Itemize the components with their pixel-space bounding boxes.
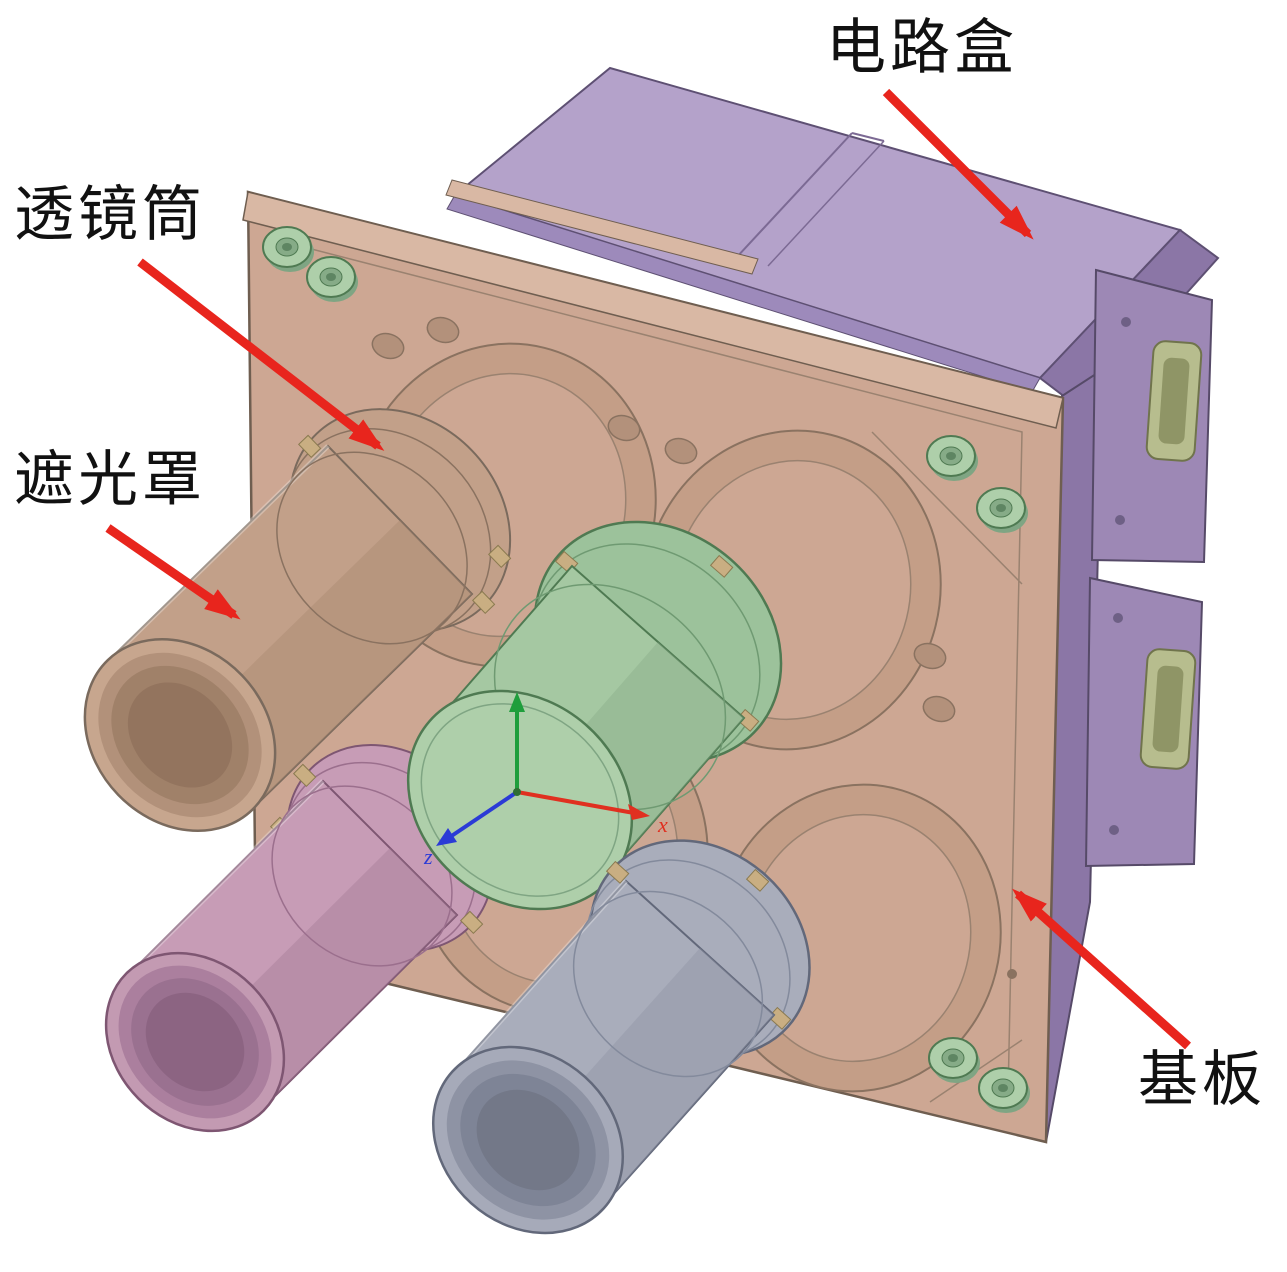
circuit-box-seam [851, 132, 885, 142]
washer [926, 435, 978, 481]
dsub-connector-inner [1152, 665, 1184, 753]
hood-bore [127, 682, 233, 788]
arrow-hood [105, 524, 241, 620]
axis-z [448, 790, 519, 839]
flange-bolt [605, 860, 630, 884]
connector-panel-lower [1084, 576, 1204, 868]
arrow-circuit-box [882, 88, 1034, 240]
washer [306, 256, 358, 302]
washer [262, 226, 314, 272]
axis-x-label: x [657, 812, 668, 837]
flange-bolt [298, 434, 322, 459]
side-panels [1045, 268, 1214, 1143]
hood-highlight [126, 779, 325, 977]
flange-bolt [745, 868, 770, 892]
panel-screw [1109, 825, 1119, 835]
label-base-plate: 基板 [1138, 1047, 1266, 1113]
washer [928, 1037, 980, 1083]
flange-bolt [488, 544, 512, 569]
lens-green [406, 520, 783, 911]
label-lens-barrel: 透镜筒 [14, 182, 206, 248]
circuit-box-seam [767, 140, 885, 267]
arrow-lens-barrel [137, 258, 385, 451]
lens-front-ring [420, 703, 620, 897]
hood-highlight [452, 879, 628, 1075]
base-plate-rail [445, 179, 759, 275]
annotation-arrows [105, 88, 1191, 1050]
dsub-connector-inner [1158, 357, 1190, 445]
plate-chamfer-line [871, 431, 1023, 585]
lens-barrel-tan [83, 408, 512, 832]
axis-origin [513, 788, 521, 796]
connector-panel-upper [1090, 268, 1214, 564]
collar-ring [572, 890, 764, 1078]
flange-bolt [459, 910, 484, 935]
panel-screw [1115, 515, 1125, 525]
axis-x [516, 790, 635, 815]
hood-bore [476, 1089, 580, 1191]
axis-x-arrowhead [628, 804, 650, 820]
flange-bolt [767, 1006, 792, 1030]
flange-bolt [472, 590, 496, 615]
washer [976, 487, 1028, 533]
coordinate-triad: x z [423, 692, 668, 869]
circuit-box-seam [735, 132, 853, 259]
lens-barrel-gray [431, 839, 811, 1235]
washer-fasteners [262, 226, 1030, 1113]
plate-small-holes [371, 316, 1017, 979]
label-hood: 遮光罩 [14, 447, 206, 513]
panel-screw [1121, 317, 1131, 327]
arrow-base-plate [1012, 888, 1191, 1050]
washer [978, 1067, 1030, 1113]
flange-bolt [709, 554, 734, 578]
plate-margin-line [291, 243, 1023, 1097]
flange-bolt [292, 763, 317, 788]
collar-ring [276, 451, 468, 645]
label-circuit-box: 电路盒 [826, 15, 1018, 81]
axis-y-arrowhead [509, 692, 525, 712]
hood-bore [145, 992, 245, 1092]
panel-screw [1113, 613, 1123, 623]
axis-z-arrowhead [436, 828, 457, 846]
axis-z-label: z [423, 844, 433, 869]
base-plate-top-edge [242, 191, 1064, 429]
